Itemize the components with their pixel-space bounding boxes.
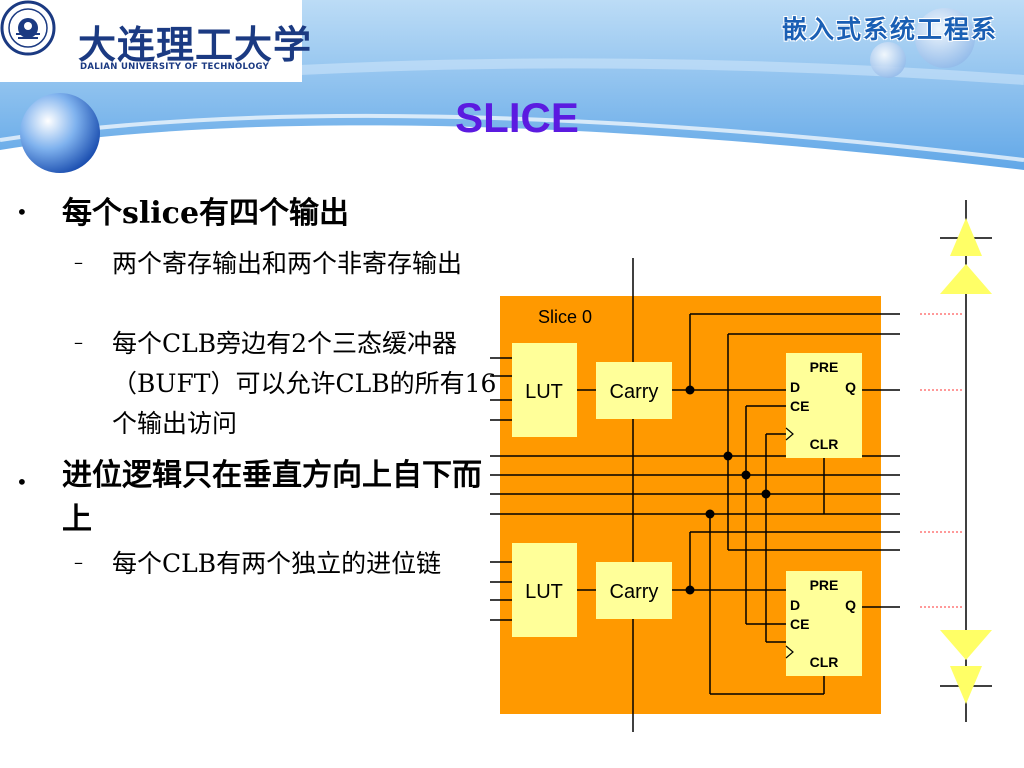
lut-label-top: LUT <box>525 381 563 403</box>
slice-diagram: Slice 0 <box>490 200 992 732</box>
bullet-1-sub-2: 每个CLB旁边有2个三态缓冲器（BUFT）可以允许CLB的所有16个输出访问 <box>112 329 497 438</box>
blue-orb <box>20 93 100 173</box>
carry-box-bottom <box>596 562 672 619</box>
header-background <box>0 0 1024 185</box>
bus-lines <box>490 455 900 515</box>
carry-label-bottom: Carry <box>610 581 659 603</box>
ff-ce-label: CE <box>790 616 809 632</box>
flip-flop-top: PRE D Q CE CLR <box>785 353 862 458</box>
ff-ce-label: CE <box>790 398 809 414</box>
bullet-2-sub-1: 每个CLB有两个独立的进位链 <box>112 549 442 578</box>
ff-clr-label: CLR <box>810 436 839 452</box>
ff-q-label: Q <box>845 379 856 395</box>
bullet-dash: – <box>74 332 83 353</box>
carry-box-top <box>596 362 672 419</box>
down-arrow-icon <box>940 630 992 660</box>
junction-dots <box>685 385 771 595</box>
ff-d-label: D <box>790 597 800 613</box>
university-logo: 大连理工大学 DALIAN UNIVERSITY OF TECHNOLOGY <box>0 0 311 82</box>
ff-pre-label: PRE <box>810 359 839 375</box>
slice-label: Slice 0 <box>538 307 592 327</box>
lut-box-top <box>512 343 577 437</box>
bullet-dot: • <box>16 470 28 494</box>
down-arrow-icon <box>950 666 982 704</box>
ff-q-label: Q <box>845 597 856 613</box>
flip-flop-bottom: PRE D Q CE CLR <box>785 571 862 676</box>
bullet-1-sub-1: 两个寄存输出和两个非寄存输出 <box>112 249 463 278</box>
lut-label-bottom: LUT <box>525 581 563 603</box>
up-arrow-icon <box>940 264 992 294</box>
buft-arrows <box>940 218 992 704</box>
ff-d-label: D <box>790 379 800 395</box>
lut-inputs <box>490 357 512 621</box>
lut-box-bottom <box>512 543 577 637</box>
bullet-1: 每个slice有四个输出 <box>62 196 350 231</box>
university-name-en: DALIAN UNIVERSITY OF TECHNOLOGY <box>80 62 270 72</box>
slide-title: SLICE <box>455 94 579 141</box>
course-title: 嵌入式系统工程系 <box>781 15 998 44</box>
bullet-dash: – <box>74 252 83 273</box>
bullet-dash: – <box>74 552 83 573</box>
bullet-dot: • <box>16 200 28 224</box>
bullet-2: 进位逻辑只在垂直方向上自下而上 <box>62 458 482 537</box>
up-arrow-icon <box>950 218 982 256</box>
carry-label-top: Carry <box>610 381 659 403</box>
ff-clr-label: CLR <box>810 654 839 670</box>
header-banner: 大连理工大学 DALIAN UNIVERSITY OF TECHNOLOGY 嵌… <box>0 0 1024 185</box>
university-name-cn: 大连理工大学 <box>78 22 313 67</box>
ff-pre-label: PRE <box>810 577 839 593</box>
university-seal-icon <box>0 0 56 56</box>
